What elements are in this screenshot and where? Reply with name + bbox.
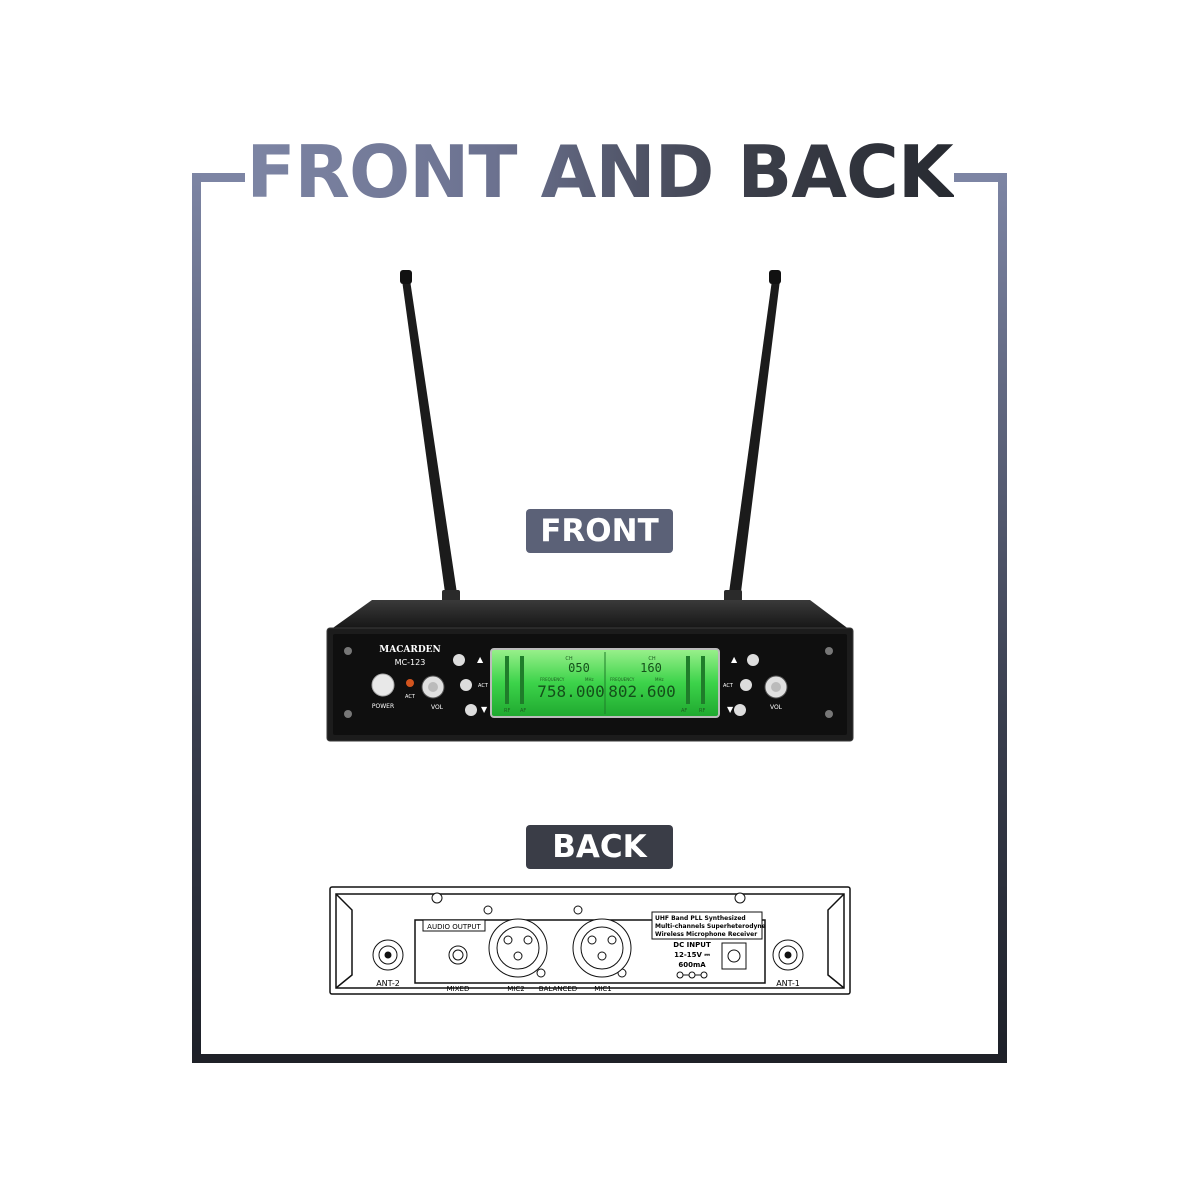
up-arrow-icon: ▲ xyxy=(477,655,484,664)
mixed-label: MIXED xyxy=(447,985,470,993)
mhz-label-2: MHz xyxy=(655,677,664,682)
frame-top-left xyxy=(192,173,245,182)
frequency-2: 802.600 xyxy=(608,682,675,701)
frame-top-right xyxy=(954,173,1007,182)
ant1-label: ANT-1 xyxy=(776,979,800,988)
channel-1: 050 xyxy=(568,661,590,675)
mic2-label: MIC2 xyxy=(507,985,524,993)
up-button-right[interactable] xyxy=(747,654,759,666)
back-badge: BACK xyxy=(526,825,673,869)
mic1-label: MIC1 xyxy=(594,985,611,993)
page-title: FRONT AND BACK xyxy=(246,130,953,214)
power-label: POWER xyxy=(372,703,394,710)
power-button[interactable] xyxy=(371,673,395,697)
frequency-1: 758.000 xyxy=(537,682,604,701)
act-led xyxy=(406,679,414,687)
current-label: 600mA xyxy=(678,961,706,969)
down-button-left[interactable] xyxy=(465,704,477,716)
frame-left xyxy=(192,173,201,1063)
frequency-label-1: FREQUENCY xyxy=(540,677,565,682)
spec-line-2: Multi-channels Superheterodyne xyxy=(655,923,766,930)
act-button-left[interactable] xyxy=(460,679,472,691)
spec-line-1: UHF Band PLL Synthesized xyxy=(655,915,746,922)
mhz-label-1: MHz xyxy=(585,677,594,682)
act-led-label: ACT xyxy=(405,694,416,700)
ch-label-1: CH xyxy=(565,656,572,662)
vol-label-right: VOL xyxy=(770,704,783,711)
audio-output-label: AUDIO OUTPUT xyxy=(427,923,481,931)
brand-label: MACARDEN xyxy=(379,645,440,655)
frame-bottom xyxy=(192,1054,1007,1063)
model-label: MC-123 xyxy=(395,658,426,667)
act-label-left: ACT xyxy=(478,683,489,689)
down-button-right[interactable] xyxy=(734,704,746,716)
act-button-right[interactable] xyxy=(740,679,752,691)
rf-label-left: RF xyxy=(504,708,510,714)
act-label-right: ACT xyxy=(723,683,734,689)
frame-right xyxy=(998,173,1007,1063)
polarity-icon xyxy=(676,971,708,979)
vol-label-left: VOL xyxy=(431,704,444,711)
antenna-left xyxy=(400,270,460,604)
frequency-label-2: FREQUENCY xyxy=(610,677,635,682)
balanced-label: BALANCED xyxy=(539,985,577,993)
dc-input-label: DC INPUT xyxy=(673,941,711,949)
front-badge: FRONT xyxy=(526,509,673,553)
receiver-front-photo: MACARDEN MC-123 POWER ACT VOL ▲ ACT ▼ RF… xyxy=(326,270,854,742)
up-arrow-icon-right: ▲ xyxy=(731,655,738,664)
spec-line-3: Wireless Microphone Receiver xyxy=(655,931,757,938)
channel-2: 160 xyxy=(640,661,662,675)
up-button-left[interactable] xyxy=(453,654,465,666)
down-arrow-icon-right: ▼ xyxy=(727,705,734,714)
antenna-right xyxy=(724,270,781,604)
af-label-left: AF xyxy=(520,708,526,714)
receiver-back-diagram: ANT-2 ANT-1 AUDIO OUTPUT MIXED MIC2 BALA… xyxy=(329,886,851,995)
af-label-right: AF xyxy=(681,708,687,714)
ch-label-2: CH xyxy=(648,656,655,662)
rf-label-right: RF xyxy=(699,708,705,714)
down-arrow-icon: ▼ xyxy=(481,705,488,714)
ant2-label: ANT-2 xyxy=(376,979,400,988)
voltage-label: 12-15V ⎓ xyxy=(674,951,710,959)
